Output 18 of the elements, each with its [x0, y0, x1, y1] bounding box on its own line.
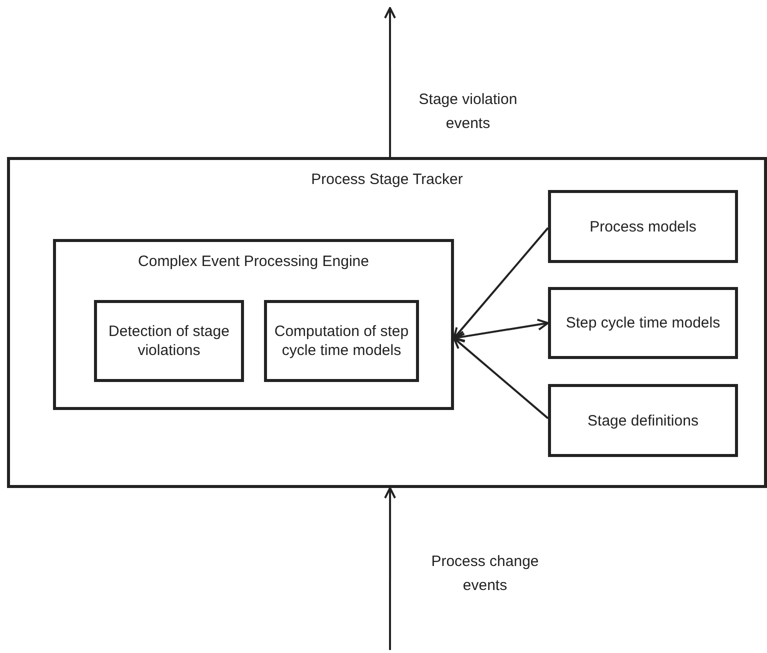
process-box	[548, 384, 738, 457]
process-box	[548, 287, 738, 359]
arrow	[384, 487, 396, 650]
engine-box	[53, 239, 454, 410]
container-box	[7, 157, 767, 488]
box-label: Step cycle time models	[564, 314, 722, 332]
box-label: Process Stage Tracker	[310, 170, 464, 189]
process-box	[548, 190, 738, 263]
box-label: Computation of step cycle time models	[273, 322, 410, 360]
process-box	[264, 300, 419, 382]
box-label: Stage definitions	[586, 411, 700, 430]
box-label: Process models	[588, 217, 698, 236]
arrow	[453, 337, 549, 420]
box-label: Detection of stage violations	[108, 322, 230, 360]
arrow	[453, 227, 549, 340]
arrow	[384, 7, 396, 157]
box-label: Complex Event Processing Engine	[137, 252, 370, 271]
process-box	[94, 300, 244, 382]
